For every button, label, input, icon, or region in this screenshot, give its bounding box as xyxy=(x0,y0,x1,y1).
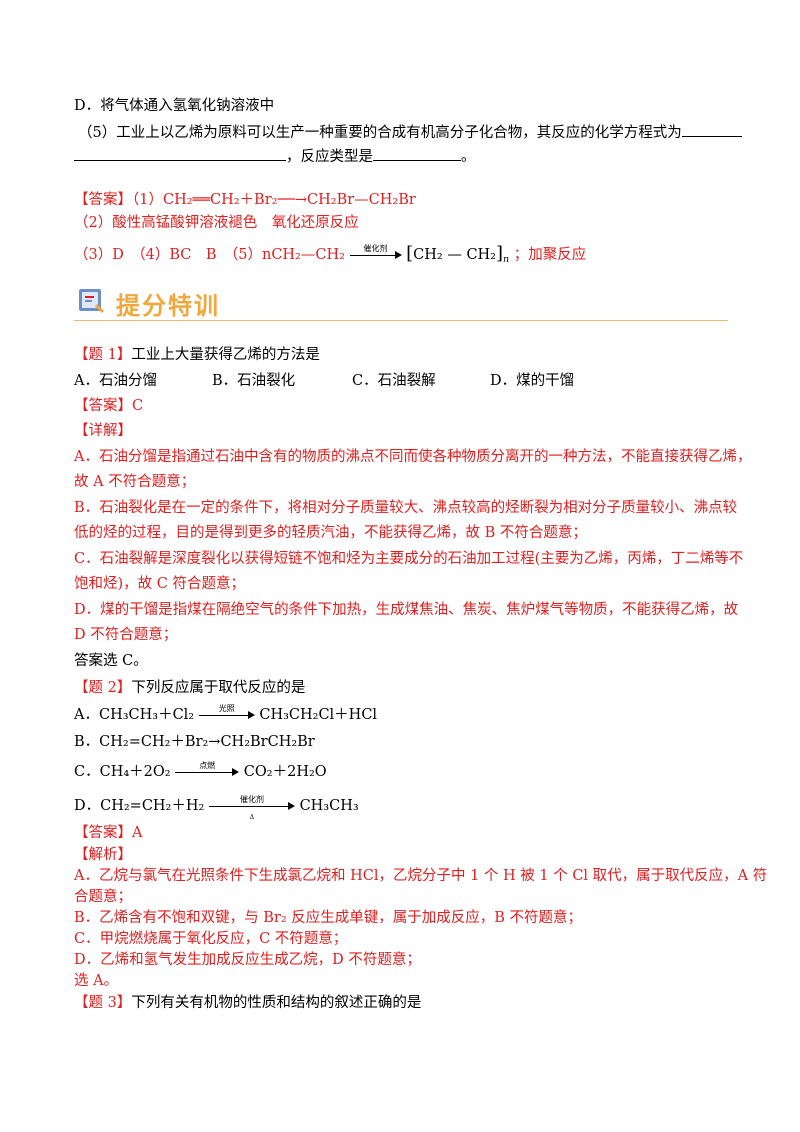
reaction-arrow: 催化剂 Δ xyxy=(208,795,295,821)
answer-line-1: 【答案】（1）CH₂══CH₂＋Br₂──→CH₂Br—CH₂Br xyxy=(74,190,416,210)
blank-line xyxy=(373,146,461,161)
reaction-type-label: ，反应类型是 xyxy=(286,149,373,165)
q2-option-c: C．CH₄＋2O₂ 点燃 CO₂＋2H₂O xyxy=(74,761,327,782)
answer-text: （1）CH₂══CH₂＋Br₂──→CH₂Br—CH₂Br xyxy=(132,192,416,208)
conclusion: 答案选 C。 xyxy=(74,653,148,669)
detail-line: 饱和烃)，故 C 符合题意； xyxy=(74,576,245,592)
answer-text: （3）D （4）BC B （5）nCH₂—CH₂ xyxy=(74,247,345,263)
question-1: 【题 1】工业上大量获得乙烯的方法是 xyxy=(74,345,320,365)
question-tag: 【题 3】 xyxy=(74,995,132,1011)
option-text: D．将气体通入氢氧化钠溶液中 xyxy=(74,98,275,114)
analysis-tag: 【解析】 xyxy=(74,847,132,863)
section-banner: 提分特训 xyxy=(74,282,728,322)
q2-option-a: A．CH₃CH₃＋Cl₂ 光照 CH₃CH₂Cl＋HCl xyxy=(74,704,377,725)
detail-line: B．石油裂化是在一定的条件下，将相对分子质量较大、沸点较高的烃断裂为相对分子质量… xyxy=(74,500,738,516)
blank-line xyxy=(681,122,742,137)
option-c: C．石油裂解 xyxy=(352,373,436,389)
detail-line: 低的烃的过程，目的是得到更多的轻质汽油，不能获得乙烯，故 B 不符合题意； xyxy=(74,525,587,541)
book-icon xyxy=(79,289,105,314)
question-stem: 下列反应属于取代反应的是 xyxy=(131,680,306,696)
arrow-condition-heat: Δ xyxy=(249,814,255,821)
question-5-line: （5）工业上以乙烯为原料可以生产一种重要的合成有机高分子化合物，其反应的化学方程… xyxy=(78,122,742,143)
answer-tag: 【答案】 xyxy=(74,192,132,208)
answer-line-3: （3）D （4）BC B （5）nCH₂—CH₂ 催化剂 [CH₂ — CH₂]… xyxy=(74,244,586,270)
answer-line-2: （2）酸性高锰酸钾溶液褪色 氧化还原反应 xyxy=(74,213,359,233)
arrow-condition: 催化剂 xyxy=(363,244,388,253)
blank-line xyxy=(74,146,286,161)
detail-line: 故 A 不符合题意； xyxy=(74,474,196,490)
period: 。 xyxy=(461,149,476,165)
banner-divider xyxy=(74,320,728,321)
polymer-n: n xyxy=(503,254,510,265)
analysis-line: A．乙烷与氯气在光照条件下生成氯乙烷和 HCl，乙烷分子中 1 个 H 被 1 … xyxy=(74,868,768,884)
answer-tag: 【答案】 xyxy=(74,398,132,414)
question-5-text: （5）工业上以乙烯为原料可以生产一种重要的合成有机高分子化合物，其反应的化学方程… xyxy=(78,125,682,141)
answer-value: C xyxy=(132,398,144,414)
detail-line: D 不符合题意； xyxy=(74,627,178,643)
question-tag: 【题 2】 xyxy=(74,680,132,696)
question-3: 【题 3】下列有关有机物的性质和结构的叙述正确的是 xyxy=(74,993,421,1013)
polymer-product: [CH₂ — CH₂]n xyxy=(406,243,510,266)
arrow-condition: 催化剂 xyxy=(239,795,264,804)
answer-value: A xyxy=(132,825,143,841)
conclusion: 选 A。 xyxy=(74,973,119,989)
reaction-arrow: 点燃 xyxy=(175,761,240,779)
analysis-line: 合题意； xyxy=(74,889,132,905)
detail-line: A．石油分馏是指通过石油中含有的物质的沸点不同而使各种物质分离开的一种方法，不能… xyxy=(74,449,752,465)
answer-text: （2）酸性高锰酸钾溶液褪色 氧化还原反应 xyxy=(74,215,359,231)
option-a: A．石油分馏 xyxy=(74,373,157,389)
analysis-line: B．乙烯含有不饱和双键，与 Br₂ 反应生成单键，属于加成反应，B 不符题意； xyxy=(74,910,583,926)
question-stem: 工业上大量获得乙烯的方法是 xyxy=(131,347,320,363)
analysis-line: D．乙烯和氢气发生加成反应生成乙烷，D 不符题意； xyxy=(74,952,421,968)
reaction-arrow: 光照 xyxy=(198,704,255,722)
question-5-line-2: ，反应类型是 。 xyxy=(74,146,476,167)
banner-title: 提分特训 xyxy=(116,292,220,320)
answer-line: 【答案】C xyxy=(74,396,143,416)
detail-line: D．煤的干馏是指煤在隔绝空气的条件下加热，生成煤焦油、焦炭、焦炉煤气等物质，不能… xyxy=(74,602,739,618)
answer-tag: 【答案】 xyxy=(74,825,132,841)
arrow-condition: 点燃 xyxy=(199,761,216,770)
detail-tag: 【详解】 xyxy=(74,423,132,439)
question-2: 【题 2】下列反应属于取代反应的是 xyxy=(74,678,305,698)
question-option-d: D．将气体通入氢氧化钠溶液中 xyxy=(74,96,274,116)
question-stem: 下列有关有机物的性质和结构的叙述正确的是 xyxy=(131,995,422,1011)
option-d: D．煤的干馏 xyxy=(490,373,575,389)
arrow-condition: 光照 xyxy=(218,704,235,713)
reaction-arrow: 催化剂 xyxy=(349,244,402,262)
answer-text: ；加聚反应 xyxy=(513,247,587,263)
polymer-unit: CH₂ — CH₂ xyxy=(413,247,496,263)
detail-line: C．石油裂解是深度裂化以获得短链不饱和烃为主要成分的石油加工过程(主要为乙烯，丙… xyxy=(74,551,744,567)
analysis-line: C．甲烷燃烧属于氧化反应，C 不符题意； xyxy=(74,931,348,947)
q2-option-b: B．CH₂=CH₂＋Br₂→CH₂BrCH₂Br xyxy=(74,734,315,750)
question-tag: 【题 1】 xyxy=(74,347,132,363)
option-b: B．石油裂化 xyxy=(212,373,296,389)
answer-line: 【答案】A xyxy=(74,823,142,843)
